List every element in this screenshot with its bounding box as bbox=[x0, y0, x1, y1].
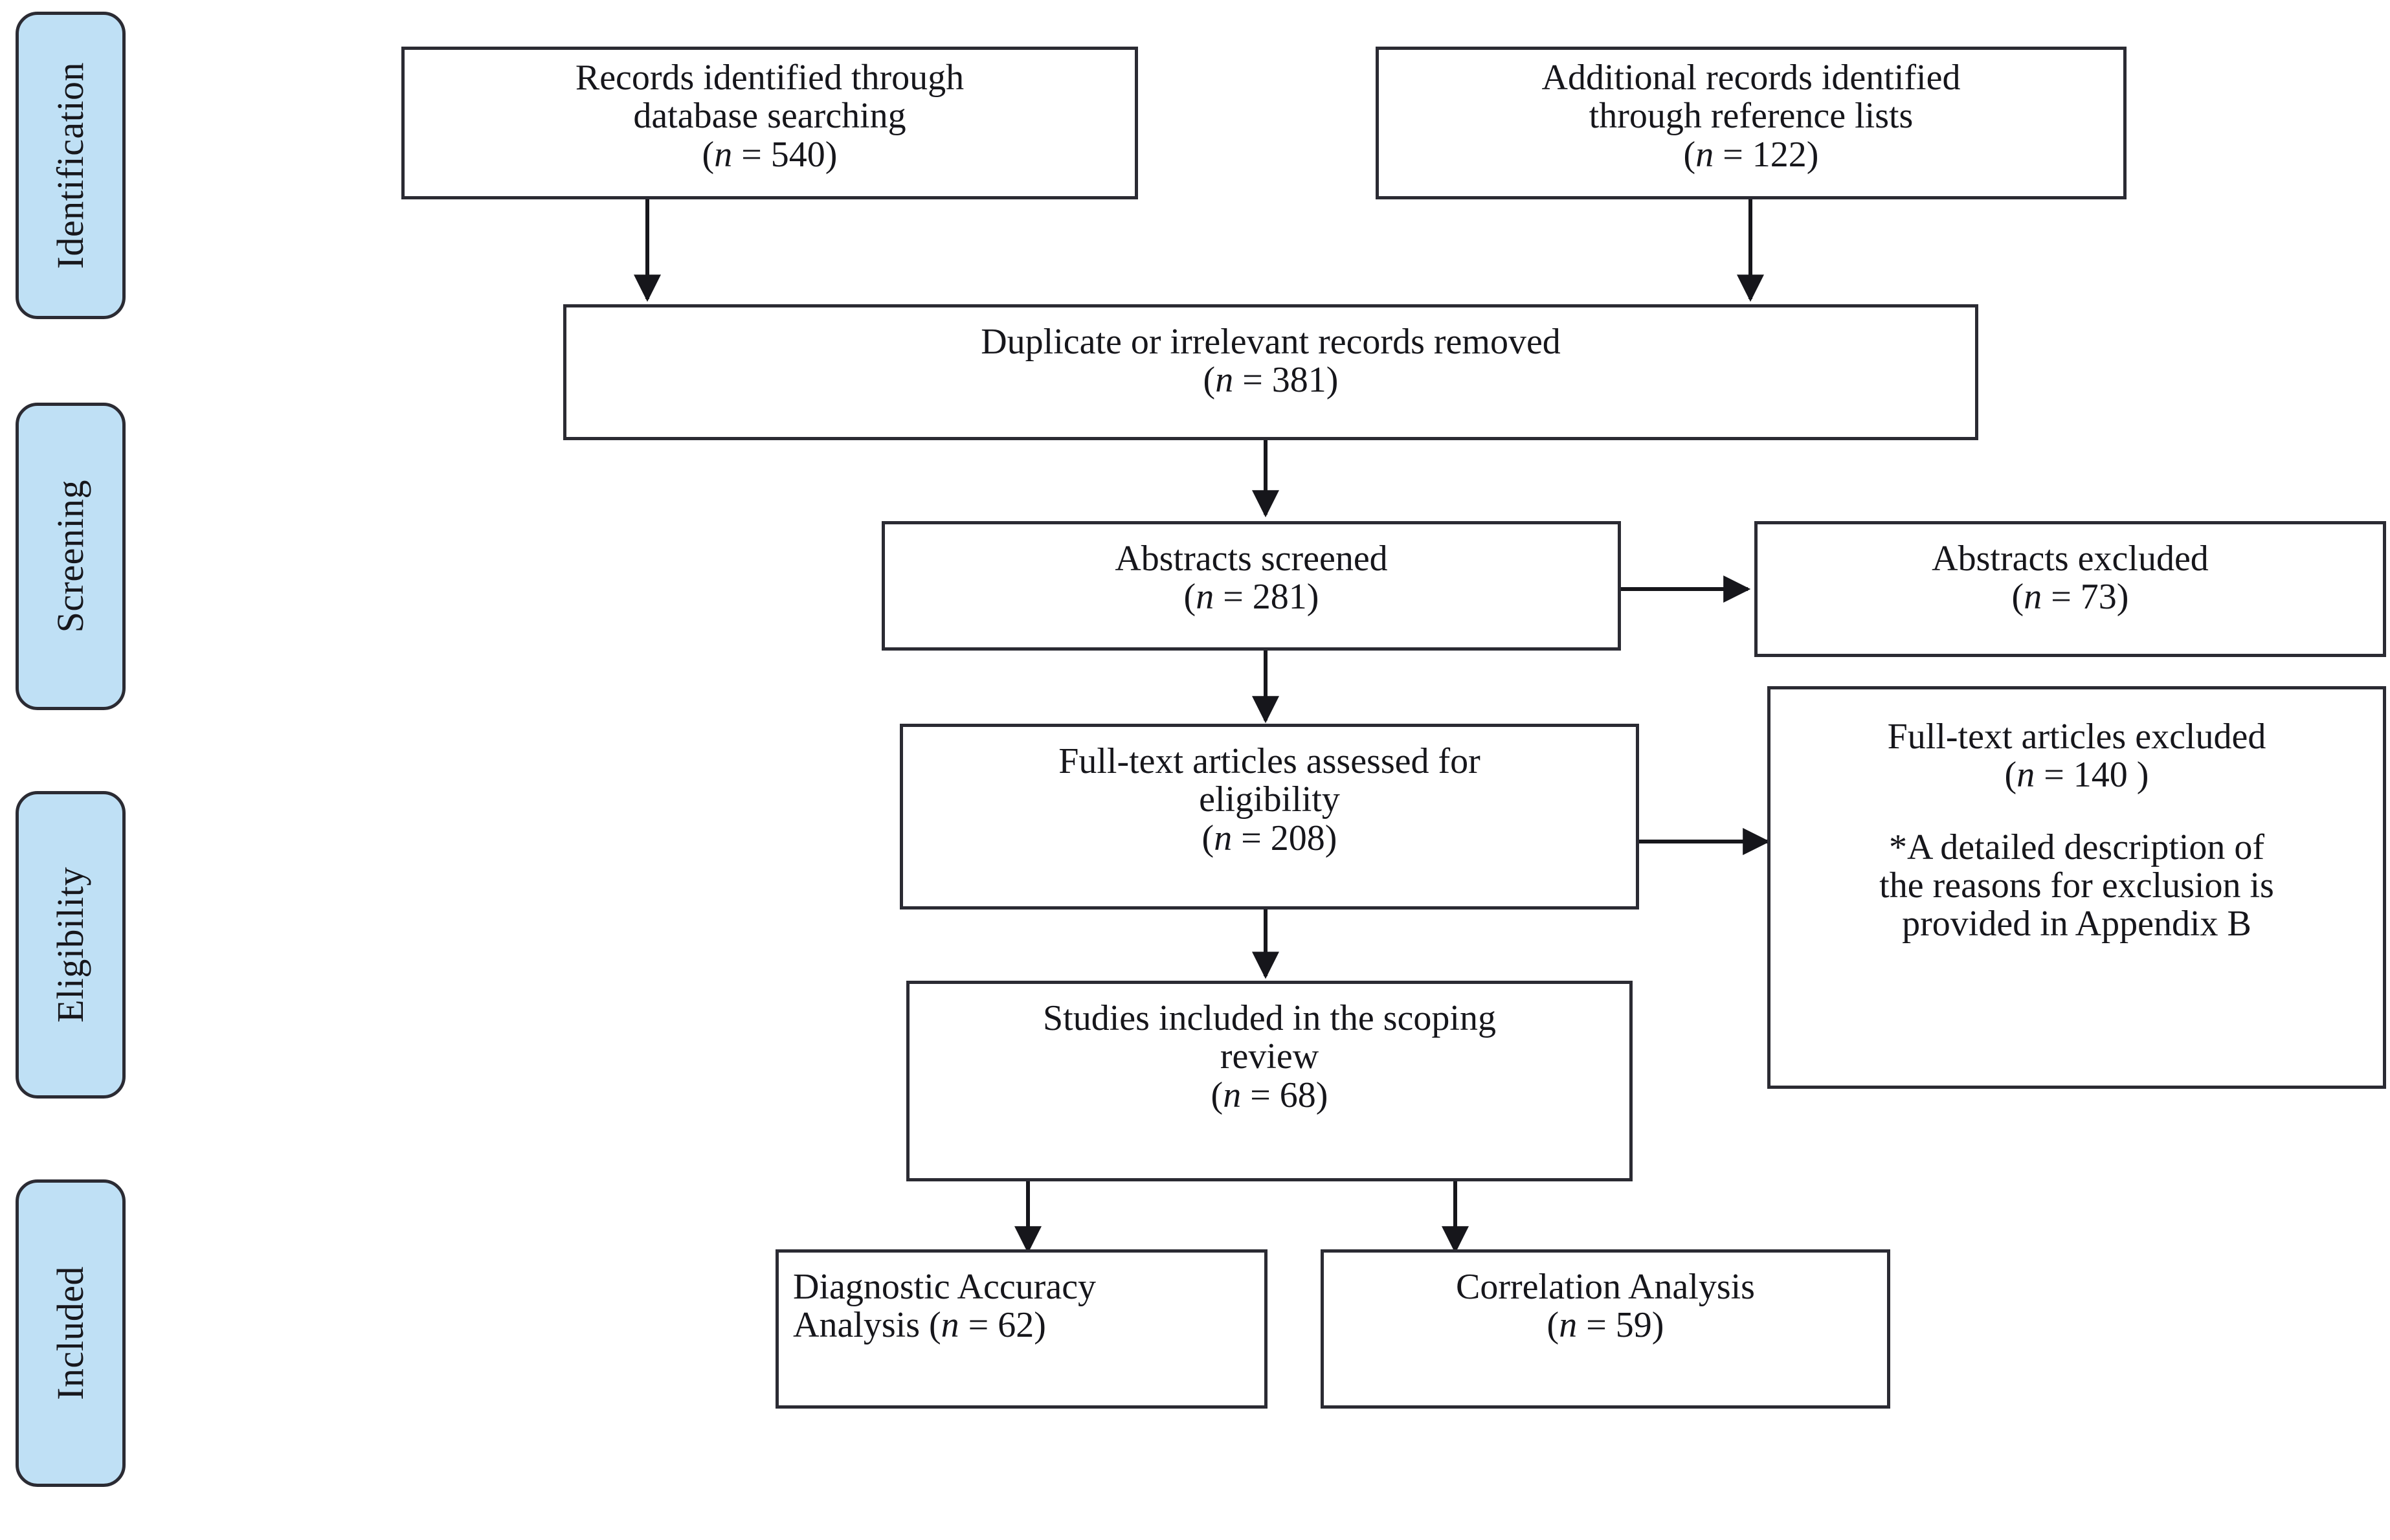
fulltext-excluded-line1: Full-text articles excluded bbox=[1887, 717, 2266, 757]
records-database-line1: Records identified through bbox=[575, 58, 965, 98]
fulltext-excluded-spacer bbox=[1780, 795, 2374, 829]
stage-label-included: Included bbox=[49, 1266, 91, 1400]
fulltext-excluded-note-line3: provided in Appendix B bbox=[1902, 904, 2251, 944]
stage-label-screening: Screening bbox=[49, 480, 91, 633]
box-records-identified-database: Records identified through database sear… bbox=[401, 47, 1138, 199]
records-reference-line2: through reference lists bbox=[1589, 96, 1914, 137]
abstracts-screened-count: (n = 281) bbox=[1183, 577, 1319, 618]
diagnostic-accuracy-line1: Diagnostic Accuracy bbox=[793, 1267, 1097, 1307]
records-database-line2: database searching bbox=[633, 96, 906, 137]
studies-included-line1: Studies included in the scoping bbox=[1043, 998, 1496, 1038]
box-records-identified-reference: Additional records identified through re… bbox=[1376, 47, 2127, 199]
fulltext-excluded-note-line2: the reasons for exclusion is bbox=[1879, 865, 2274, 906]
stage-identification: Identification bbox=[16, 12, 126, 319]
fulltext-assessed-line2: eligibility bbox=[1199, 779, 1340, 820]
stage-screening: Screening bbox=[16, 403, 126, 710]
records-reference-count: (n = 122) bbox=[1683, 134, 1819, 175]
stage-eligibility: Eligibility bbox=[16, 791, 126, 1099]
abstracts-excluded-line1: Abstracts excluded bbox=[1932, 539, 2209, 579]
records-database-count: (n = 540) bbox=[702, 134, 838, 175]
correlation-analysis-line1: Correlation Analysis bbox=[1456, 1267, 1755, 1307]
box-fulltext-assessed-text: Full-text articles assessed for eligibil… bbox=[903, 727, 1636, 858]
box-studies-included-text: Studies included in the scoping review (… bbox=[910, 984, 1629, 1115]
box-fulltext-excluded-text: Full-text articles excluded (n = 140 ) *A… bbox=[1770, 689, 2383, 944]
fulltext-excluded-note-line1: *A detailed description of bbox=[1888, 827, 2265, 867]
box-diagnostic-accuracy-text: Diagnostic Accuracy Analysis (n = 62) bbox=[779, 1253, 1264, 1345]
studies-included-count: (n = 68) bbox=[1211, 1075, 1328, 1115]
duplicates-removed-count: (n = 381) bbox=[1203, 360, 1339, 401]
box-abstracts-excluded-text: Abstracts excluded (n = 73) bbox=[1758, 524, 2383, 617]
fulltext-excluded-count: (n = 140 ) bbox=[2004, 755, 2149, 796]
studies-included-line2: review bbox=[1220, 1036, 1319, 1077]
stage-label-identification: Identification bbox=[49, 61, 91, 269]
box-correlation-analysis-text: Correlation Analysis (n = 59) bbox=[1324, 1253, 1887, 1345]
abstracts-excluded-count: (n = 73) bbox=[2011, 577, 2129, 618]
stage-label-eligibility: Eligibility bbox=[49, 867, 91, 1023]
fulltext-assessed-line1: Full-text articles assessed for bbox=[1058, 741, 1480, 781]
abstracts-screened-line1: Abstracts screened bbox=[1115, 539, 1388, 579]
box-studies-included: Studies included in the scoping review (… bbox=[906, 981, 1633, 1181]
box-duplicates-removed: Duplicate or irrelevant records removed … bbox=[563, 304, 1978, 440]
correlation-analysis-count: (n = 59) bbox=[1547, 1305, 1664, 1346]
box-fulltext-assessed: Full-text articles assessed for eligibil… bbox=[900, 724, 1639, 909]
box-duplicates-removed-text: Duplicate or irrelevant records removed … bbox=[566, 307, 1975, 400]
fulltext-assessed-count: (n = 208) bbox=[1201, 818, 1337, 858]
box-diagnostic-accuracy-analysis: Diagnostic Accuracy Analysis (n = 62) bbox=[776, 1249, 1268, 1409]
box-correlation-analysis: Correlation Analysis (n = 59) bbox=[1321, 1249, 1890, 1409]
box-abstracts-screened-text: Abstracts screened (n = 281) bbox=[885, 524, 1618, 617]
box-fulltext-excluded: Full-text articles excluded (n = 140 ) *A… bbox=[1767, 686, 2386, 1089]
box-records-identified-reference-text: Additional records identified through re… bbox=[1379, 50, 2123, 174]
box-abstracts-excluded: Abstracts excluded (n = 73) bbox=[1754, 521, 2386, 657]
duplicates-removed-line1: Duplicate or irrelevant records removed bbox=[981, 322, 1561, 362]
box-records-identified-database-text: Records identified through database sear… bbox=[405, 50, 1135, 174]
box-abstracts-screened: Abstracts screened (n = 281) bbox=[882, 521, 1621, 651]
records-reference-line1: Additional records identified bbox=[1541, 58, 1961, 98]
diagnostic-accuracy-count: Analysis (n = 62) bbox=[793, 1305, 1046, 1346]
stage-included: Included bbox=[16, 1179, 126, 1487]
